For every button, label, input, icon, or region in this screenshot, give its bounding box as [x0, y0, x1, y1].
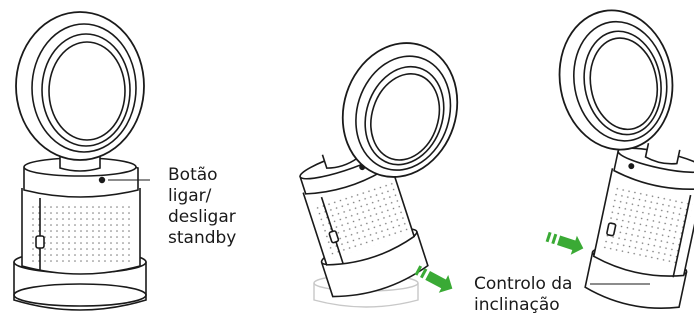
tilt-label-line-2: inclinação: [474, 295, 572, 316]
standby-label-line-2: ligar/: [168, 186, 236, 207]
standby-label-line-1: Botão: [168, 165, 236, 186]
purifier-upright: [14, 12, 146, 310]
tilt-control-label: Controlo da inclinação: [474, 274, 572, 316]
purifier-tilted-back: [290, 28, 474, 307]
standby-button-label: Botão ligar/ desligar standby: [168, 165, 236, 249]
tilt-label-line-1: Controlo da: [474, 274, 572, 295]
standby-label-line-4: standby: [168, 228, 236, 249]
tilt-arrow-icon: [544, 227, 586, 258]
purifier-tilted-forward: [549, 1, 694, 315]
tilt-arrow-icon: [412, 261, 457, 297]
standby-label-line-3: desligar: [168, 207, 236, 228]
